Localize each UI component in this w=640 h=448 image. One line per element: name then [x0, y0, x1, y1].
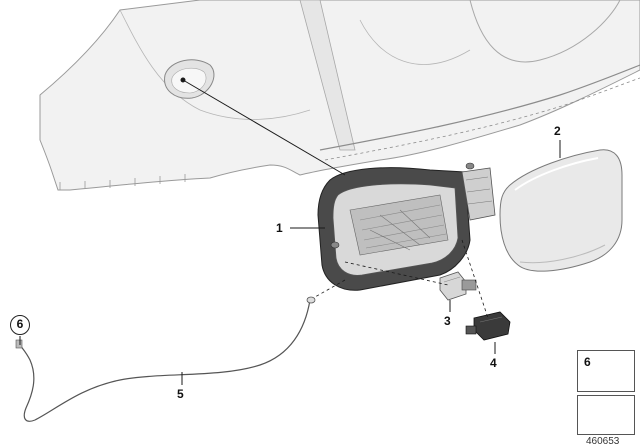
emergency-release-cable — [15, 296, 316, 422]
diagram-number: 460653 — [586, 436, 620, 447]
flap-switch — [465, 311, 511, 341]
lead-lines — [19, 77, 561, 385]
callout-4: 4 — [490, 356, 497, 370]
flap-actuator — [439, 271, 477, 301]
callout-2: 2 — [554, 124, 561, 138]
legend-box-item: 6 — [577, 350, 635, 392]
callout-6-circle: 6 — [10, 315, 30, 335]
fuel-flap-cover — [499, 149, 623, 272]
filler-flap-housing — [317, 162, 496, 291]
callout-1: 1 — [276, 221, 283, 235]
legend-item-number: 6 — [584, 355, 591, 369]
side-panel-body — [39, 0, 640, 191]
legend-box-symbol — [577, 395, 635, 435]
callout-3: 3 — [444, 314, 451, 328]
callout-5: 5 — [177, 387, 184, 401]
